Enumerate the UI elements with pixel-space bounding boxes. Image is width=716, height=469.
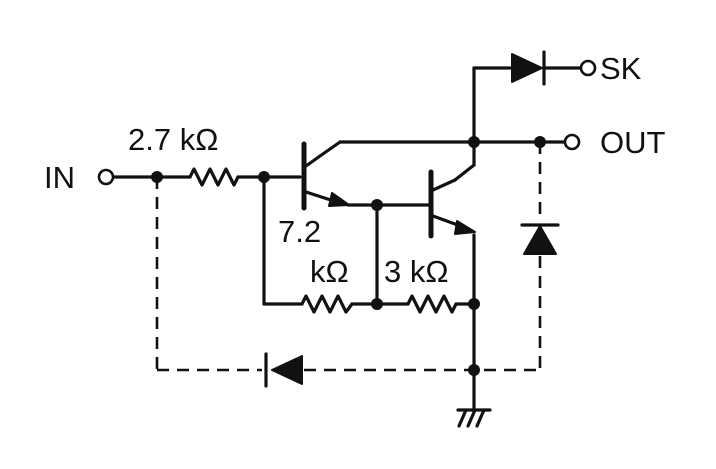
q1-emitter-arrow bbox=[328, 192, 350, 207]
ground-symbol bbox=[456, 408, 492, 428]
resistor-r3 bbox=[406, 294, 458, 314]
ground-hatch-3 bbox=[475, 408, 486, 428]
label-sk: SK bbox=[600, 51, 642, 86]
junction-bottom-right bbox=[468, 298, 480, 310]
diode-out-clamp bbox=[520, 223, 560, 255]
q2-collector-lead bbox=[453, 163, 476, 182]
dashed-path bbox=[155, 142, 542, 372]
junction-bottom-mid bbox=[371, 298, 383, 310]
label-r1: 2.7 kΩ bbox=[128, 122, 218, 157]
terminal-sk bbox=[579, 59, 597, 77]
q2-emitter-arrow bbox=[454, 220, 476, 235]
junction-base-q1 bbox=[258, 171, 270, 183]
label-r2-unit: kΩ bbox=[310, 254, 349, 289]
junction-in bbox=[151, 171, 163, 183]
ground-hatch-1 bbox=[457, 408, 468, 428]
transistor-q1 bbox=[301, 141, 350, 211]
wiring bbox=[111, 66, 583, 412]
resistor-r2 bbox=[300, 294, 354, 314]
junction-emitter-q1 bbox=[371, 199, 383, 211]
junction-out bbox=[534, 136, 546, 148]
label-r3: 3 kΩ bbox=[384, 254, 449, 289]
ground-hatch-2 bbox=[466, 408, 477, 428]
diode-clamp-triangle bbox=[523, 225, 557, 255]
terminal-out bbox=[563, 133, 581, 151]
resistor-r1 bbox=[188, 167, 240, 187]
diode-input-triangle bbox=[271, 355, 303, 385]
diode-sk bbox=[511, 50, 546, 86]
terminal-in bbox=[97, 168, 115, 186]
label-out: OUT bbox=[600, 125, 666, 160]
junction-collector bbox=[468, 136, 480, 148]
q1-collector-stub bbox=[304, 154, 322, 168]
label-r2-value: 7.2 bbox=[278, 214, 321, 249]
junction-dots bbox=[151, 136, 546, 376]
diode-sk-triangle bbox=[511, 53, 543, 83]
q1-collector-lead bbox=[318, 140, 342, 158]
transistor-q2 bbox=[428, 169, 476, 239]
junction-ground bbox=[468, 364, 480, 376]
q2-collector-stub bbox=[431, 178, 457, 192]
label-in: IN bbox=[44, 160, 75, 195]
diode-input-clamp bbox=[264, 352, 303, 388]
